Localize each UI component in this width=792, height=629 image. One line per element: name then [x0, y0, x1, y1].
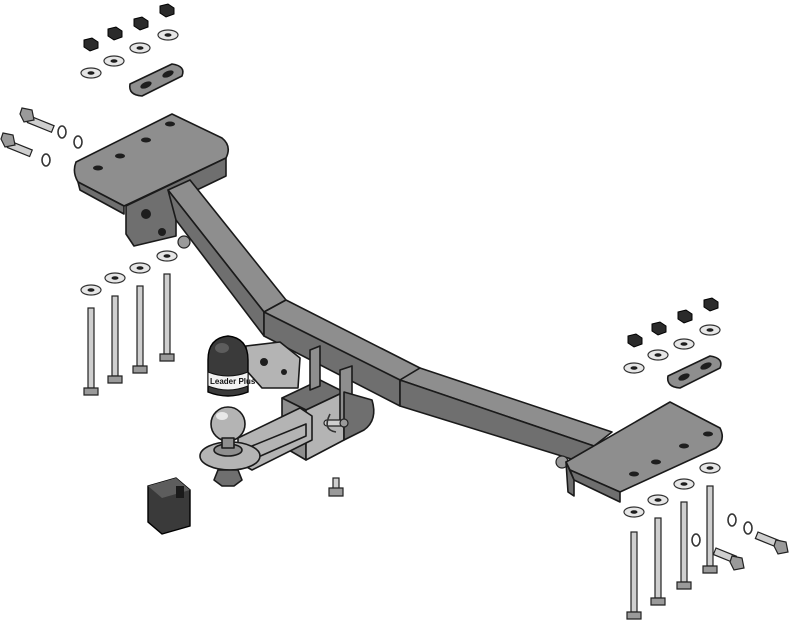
lock-ring — [41, 153, 51, 167]
receiver-plug-cap — [147, 477, 191, 535]
main-cross-bar — [167, 179, 613, 469]
spacer-plate — [128, 63, 184, 97]
flat-washer — [673, 478, 695, 490]
flat-washer — [129, 262, 151, 274]
long-bolt — [676, 501, 692, 590]
flat-washer — [699, 462, 721, 474]
hex-bolt — [712, 547, 745, 571]
lock-ring — [57, 125, 67, 139]
flat-washer — [80, 67, 102, 79]
hex-nut — [627, 333, 643, 348]
flat-washer — [623, 506, 645, 518]
flat-washer — [647, 494, 669, 506]
flat-washer — [623, 362, 645, 374]
hex-nut — [651, 321, 667, 336]
lock-ring — [691, 533, 701, 547]
right-mounting-bracket — [565, 401, 724, 503]
long-bolt — [132, 285, 148, 374]
small-bolt — [328, 477, 344, 497]
flat-washer — [103, 55, 125, 67]
long-bolt — [107, 295, 123, 384]
hex-nut — [159, 3, 175, 18]
flat-washer — [157, 29, 179, 41]
top-left-hardware-group — [0, 3, 184, 167]
hex-nut — [83, 37, 99, 52]
flat-washer — [647, 349, 669, 361]
hex-nut — [133, 16, 149, 31]
flat-washer — [104, 272, 126, 284]
hex-nut — [677, 309, 693, 324]
spacer-plate — [666, 355, 722, 389]
tow-ball-assembly — [199, 406, 313, 487]
right-long-bolt-group — [623, 462, 789, 620]
left-long-bolt-group — [80, 250, 178, 396]
hex-nut — [107, 26, 123, 41]
lock-ring — [73, 135, 83, 149]
right-top-hardware-group — [623, 297, 722, 389]
tow-ball-cap: Leader Plus — [207, 335, 256, 397]
hex-bolt — [0, 132, 34, 158]
hex-bolt — [19, 107, 55, 134]
lock-ring — [743, 521, 753, 535]
long-bolt — [159, 273, 175, 362]
cap-brand-label: Leader Plus — [210, 377, 256, 386]
hex-nut — [703, 297, 719, 312]
hex-bolt — [754, 531, 789, 555]
long-bolt — [702, 485, 718, 574]
flat-washer — [673, 338, 695, 350]
lock-ring — [727, 513, 737, 527]
flat-washer — [129, 42, 151, 54]
flat-washer — [699, 324, 721, 336]
flat-washer — [80, 284, 102, 296]
long-bolt — [626, 531, 642, 620]
flat-washer — [156, 250, 178, 262]
hitch-pin — [323, 413, 349, 433]
long-bolt — [650, 517, 666, 606]
long-bolt — [83, 307, 99, 396]
